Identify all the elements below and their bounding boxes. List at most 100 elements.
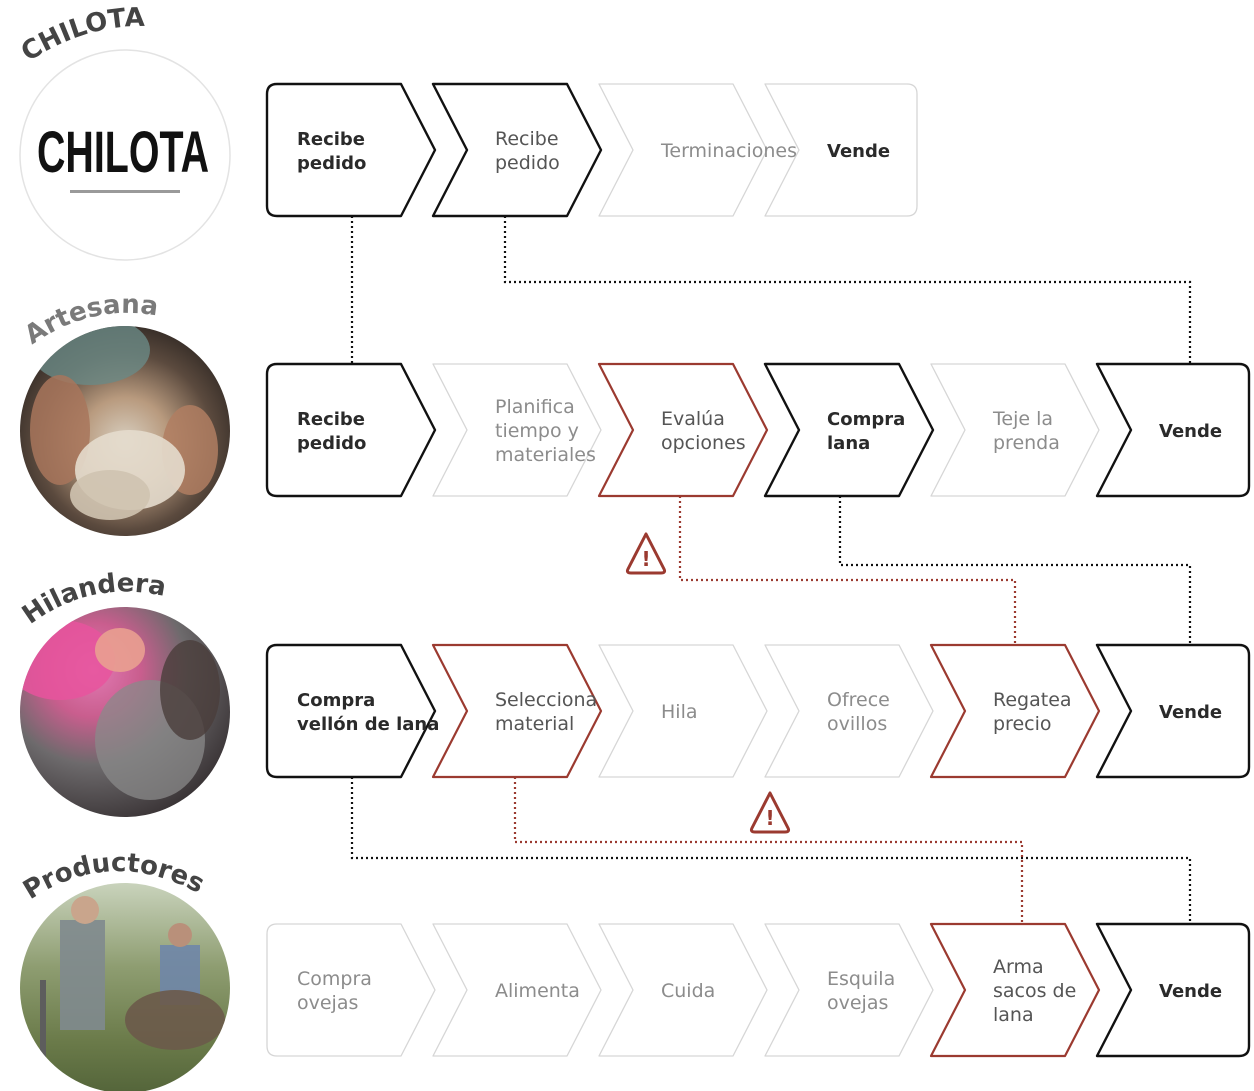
hands-knitting-photo [20,326,230,536]
step-shape [265,362,437,498]
step-label-line: Recibe [297,409,365,430]
step-shape [597,362,769,498]
step-shape [431,82,603,218]
step-label-line: precio [993,713,1052,735]
step-label-line: Vende [827,141,890,162]
step-hilandera-3: Hila [598,644,768,778]
step-shape [431,643,603,779]
step-shape [598,923,768,1057]
step-label-line: material [495,713,574,735]
step-chilota-3: Terminaciones [598,83,797,217]
step-label-line: Arma [993,956,1044,978]
actor-productores: Productores [18,848,230,1091]
step-shape [266,923,436,1057]
step-shape [598,644,768,778]
step-label: Recibe pedido [297,409,366,454]
warning-icon [625,532,667,575]
step-label-line: Alimenta [495,980,580,1002]
step-label-line: Teje la [992,408,1053,430]
actor-chilota: CHILOTA CHILOTA [16,3,231,261]
step-label-line: Hila [661,701,698,723]
step-shape [1095,922,1251,1058]
step-label-line: Planifica [495,396,575,418]
step-label: Compra vellón de lana [297,690,439,735]
step-shape [764,83,918,217]
step-label-line: Compra [297,690,375,711]
step-label-line: Vende [1159,421,1222,442]
warning-glyph: ! [765,806,774,830]
step-label-line: Compra [297,968,372,990]
step-chilota-1: Recibe pedido [265,82,437,218]
step-label-line: ovillos [827,713,887,735]
step-label-line: materiales [495,444,596,466]
step-label-line: Terminaciones [660,140,797,162]
step-label: Cuida [661,980,715,1002]
step-label-line: ovejas [297,992,358,1014]
step-label-line: Recibe [297,129,365,150]
step-label-line: Compra [827,409,905,430]
step-shape [432,363,602,497]
step-label-line: Vende [1159,981,1222,1002]
step-shape [265,82,437,218]
step-chilota-4: Vende [764,83,918,217]
actor-hilandera: Hilandera [17,569,230,817]
step-label-line: opciones [661,432,746,454]
step-artesana-1: Recibe pedido [265,362,437,498]
step-label-line: Ofrece [827,689,890,711]
step-shape [598,83,768,217]
step-label: Vende [1159,981,1222,1002]
actor-artesana: Artesana [20,290,230,536]
warning-artesana: ! [625,532,667,575]
step-shape [930,363,1100,497]
step-shape [1095,362,1251,498]
step-label-line: pedido [297,153,366,174]
step-label-line: ovejas [827,992,888,1014]
step-artesana-6: Vende [1095,362,1251,498]
connector-chilota-artesana-sale [503,216,1192,364]
step-shape [763,362,935,498]
step-productores-6: Vende [1095,922,1251,1058]
step-hilandera-6: Vende [1095,643,1251,779]
step-label: Terminaciones [660,140,797,162]
step-shape [265,643,437,779]
step-label: Vende [1159,421,1222,442]
step-label-line: lana [993,1004,1034,1026]
step-label-line: pedido [495,152,560,174]
connector-hilandera-productores-purchase [350,777,1192,924]
step-label-line: Esquila [827,968,895,990]
spinning-wool-photo [20,607,230,817]
step-label-line: Cuida [661,980,715,1002]
step-label: Vende [1159,702,1222,723]
step-label-line: sacos de [993,980,1076,1002]
step-shape [764,923,934,1057]
connector-artesana-hilandera-negotiation [678,496,1017,645]
step-productores-2: Alimenta [432,923,602,1057]
step-label: Hila [661,701,698,723]
step-label: Recibe pedido [297,129,366,174]
connectors [350,216,1192,924]
chilota-logo-badge [19,49,231,261]
step-label-line: vellón de lana [297,714,439,735]
step-label-line: pedido [297,433,366,454]
step-hilandera-1: Compra vellón de lana [265,643,439,779]
